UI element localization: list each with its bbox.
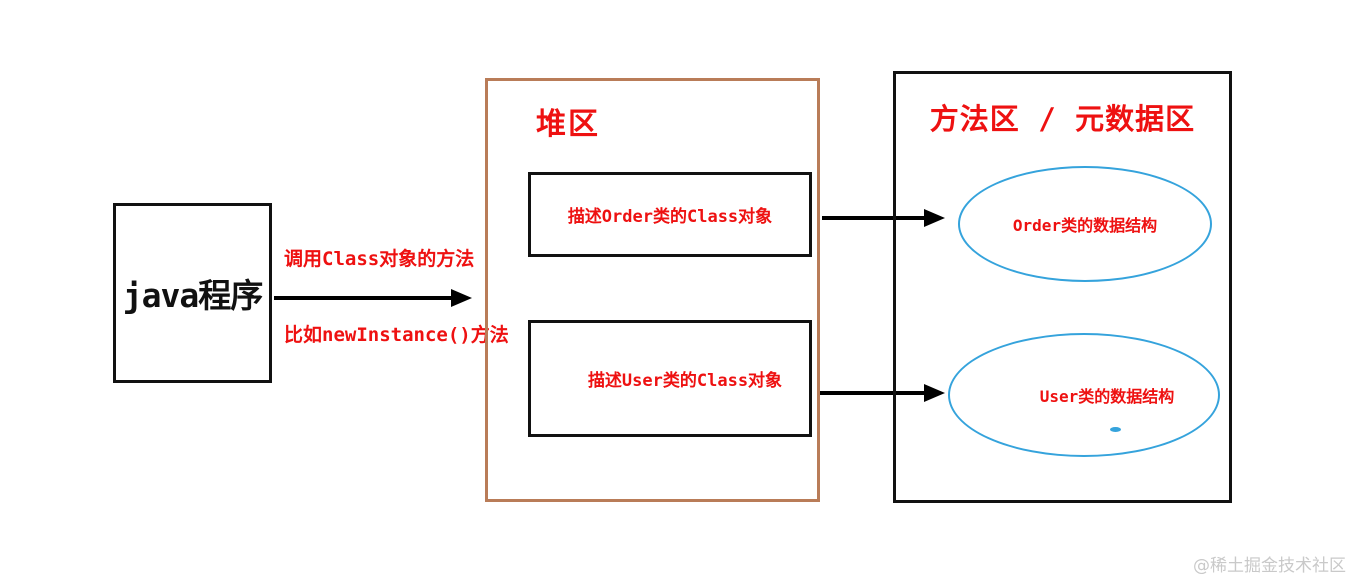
small-blue-dash	[1110, 427, 1121, 432]
heap-area-box: 堆区 描述Order类的Class对象 描述User类的Class对象	[485, 78, 820, 502]
watermark: @稀土掘金技术社区	[1193, 556, 1346, 576]
java-program-label: java程序	[122, 276, 263, 315]
user-class-object-box: 描述User类的Class对象	[528, 320, 812, 437]
main-arrow-label-top: 调用Class对象的方法	[284, 248, 475, 270]
user-data-structure-ellipse: User类的数据结构	[948, 333, 1220, 457]
order-class-object-label: 描述Order类的Class对象	[567, 207, 773, 227]
java-program-box: java程序	[113, 203, 272, 383]
main-arrow-label-bottom: 比如newInstance()方法	[284, 324, 509, 346]
heap-area-title: 堆区	[536, 107, 600, 142]
order-data-structure-label: Order类的数据结构	[1012, 216, 1158, 235]
order-class-object-box: 描述Order类的Class对象	[528, 172, 812, 257]
method-area-title: 方法区 / 元数据区	[929, 102, 1196, 136]
user-data-structure-label: User类的数据结构	[1039, 387, 1175, 406]
method-area-box: 方法区 / 元数据区 Order类的数据结构 User类的数据结构	[893, 71, 1232, 503]
user-class-object-label: 描述User类的Class对象	[587, 371, 783, 391]
order-data-structure-ellipse: Order类的数据结构	[958, 166, 1212, 282]
